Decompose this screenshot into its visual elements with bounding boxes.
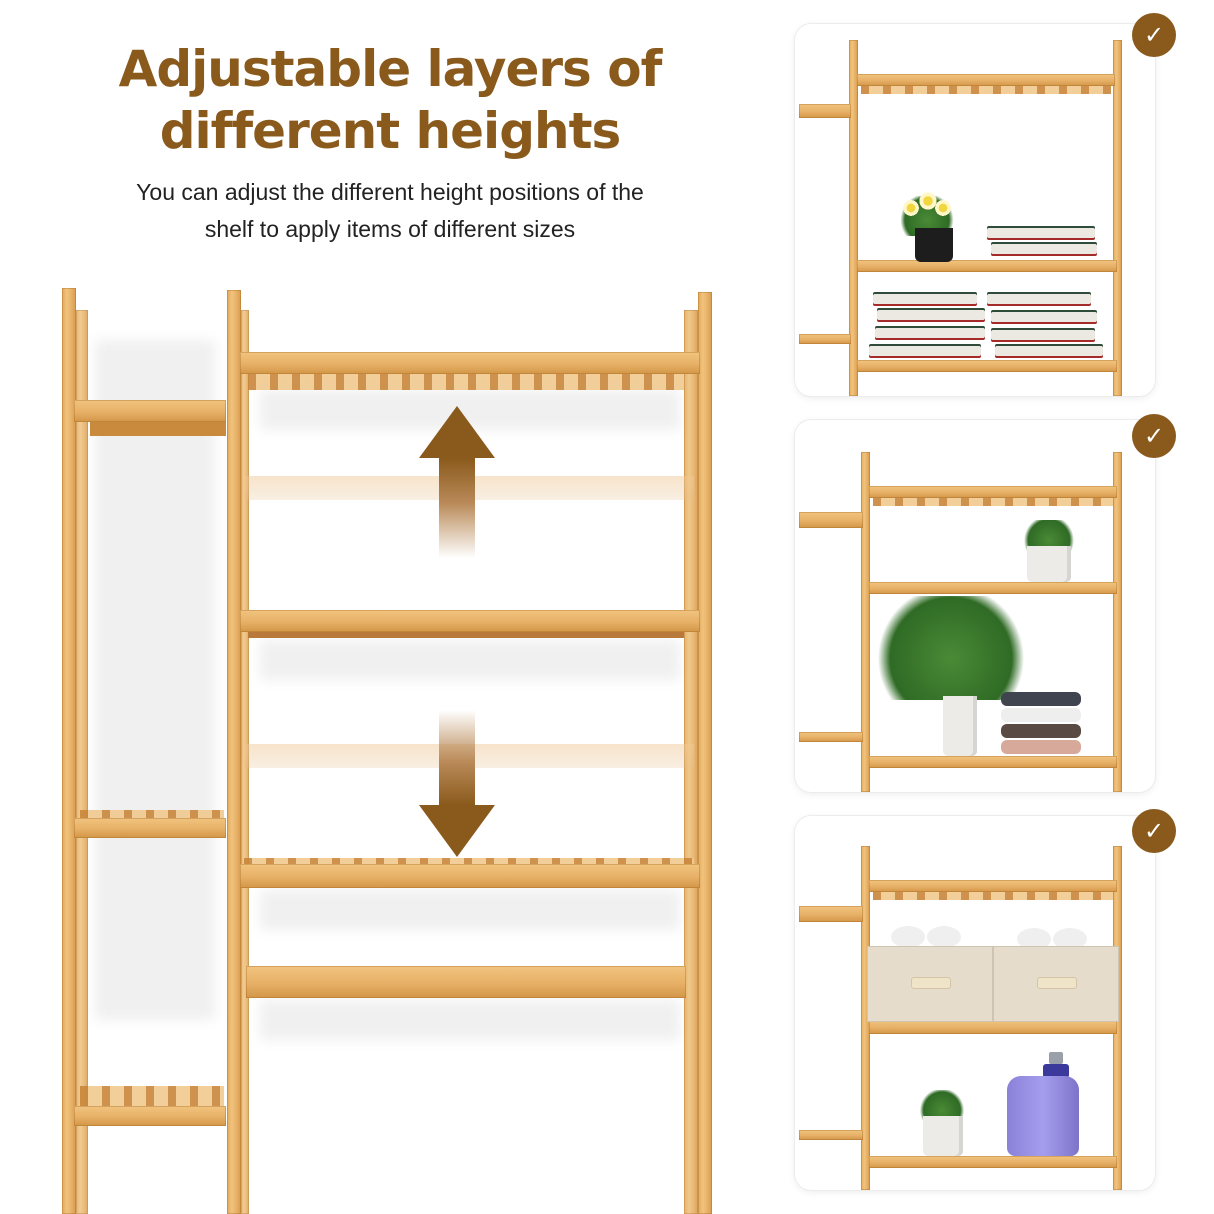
card-side-shelf [799, 1130, 863, 1140]
card-side-shelf [799, 512, 863, 528]
bottle-neck [1043, 1064, 1069, 1078]
main-shelf-top-slats [248, 374, 684, 390]
fabric-storage-box [867, 946, 993, 1022]
card-shelf-bottom [857, 360, 1117, 372]
check-icon: ✓ [1132, 809, 1176, 853]
towel-dark-grey [1001, 692, 1081, 706]
wall-shadow [95, 340, 215, 1020]
card-shelf-middle [869, 1020, 1117, 1034]
usage-card-plants-towels [795, 420, 1155, 792]
arrow-down-shaft [439, 710, 475, 805]
main-shelf-middle-underside [248, 632, 684, 638]
arrow-down-icon [419, 710, 495, 857]
right-post-front [698, 292, 712, 1214]
book [991, 242, 1097, 256]
card-side-shelf [799, 334, 851, 344]
card-shelf-bottom [869, 756, 1117, 768]
main-shelf-top [240, 352, 700, 374]
check-icon: ✓ [1132, 414, 1176, 458]
white-pot [923, 1116, 963, 1156]
main-crossbar [246, 966, 686, 998]
paper-roll [927, 926, 961, 948]
left-shelf-3 [74, 1106, 226, 1126]
arrow-up-shaft [439, 458, 475, 558]
book [987, 292, 1091, 306]
box-handle [1037, 976, 1077, 989]
book [987, 226, 1095, 240]
left-shelf-3-slats [80, 1086, 224, 1106]
card-post-right [1113, 40, 1122, 396]
white-pot [1027, 546, 1071, 582]
flower [933, 198, 953, 218]
paper-roll [1017, 928, 1051, 950]
arrow-up-head [419, 406, 495, 458]
card-shelf-top-slats [873, 498, 1113, 506]
center-post-front [227, 290, 241, 1214]
main-shelf-lower-slats [244, 858, 694, 864]
card-post-left [861, 452, 870, 792]
book [869, 344, 981, 358]
left-post-back [76, 310, 88, 1214]
book [875, 326, 985, 340]
tall-white-pot [943, 696, 977, 756]
main-shelf-lower [240, 864, 700, 888]
card-post-right [1113, 452, 1122, 792]
book [991, 328, 1095, 342]
box-handle [911, 976, 951, 989]
card-side-shelf [799, 906, 863, 922]
card-side-shelf [799, 732, 863, 742]
card-post-left [849, 40, 858, 396]
wall-shadow [260, 890, 680, 930]
subtitle: You can adjust the different height posi… [0, 174, 780, 248]
card-shelf-middle [869, 582, 1117, 594]
left-shelf-1 [74, 400, 226, 422]
headline-line-2: different heights [159, 102, 622, 160]
card-shelf-top-slats [861, 86, 1111, 94]
towel-pink [1001, 740, 1081, 754]
purple-detergent-bottle [1007, 1076, 1079, 1156]
card-shelf-top [869, 486, 1117, 498]
black-flower-pot [915, 228, 953, 262]
card-shelf-middle [857, 260, 1117, 272]
card-shelf-top-slats [873, 892, 1113, 900]
bottle-cap [1049, 1052, 1063, 1064]
towel-brown [1001, 724, 1081, 738]
fern-leaves [871, 596, 1031, 700]
subtitle-line-2: shelf to apply items of different sizes [204, 216, 576, 242]
left-shelf-2 [74, 818, 226, 838]
card-shelf-bottom [869, 1156, 1117, 1168]
card-shelf-top [869, 880, 1117, 892]
wall-shadow [260, 640, 680, 680]
headline: Adjustable layers of different heights [0, 38, 780, 162]
fabric-storage-box [993, 946, 1119, 1022]
flower [901, 198, 921, 218]
card-side-shelf [799, 104, 851, 118]
towel-white [1001, 708, 1081, 722]
book [995, 344, 1103, 358]
book [877, 308, 985, 322]
main-shelf-illustration [0, 280, 780, 1214]
left-shelf-2-slats [80, 810, 224, 818]
usage-card-books [795, 24, 1155, 396]
card-shelf-top [857, 74, 1115, 86]
wall-shadow [260, 1000, 680, 1040]
usage-card-storage-boxes [795, 816, 1155, 1190]
check-icon: ✓ [1132, 13, 1176, 57]
headline-line-1: Adjustable layers of [118, 40, 663, 98]
book [991, 310, 1097, 324]
subtitle-line-1: You can adjust the different height posi… [136, 179, 644, 205]
book [873, 292, 977, 306]
main-shelf-middle [240, 610, 700, 632]
card-post-left [861, 846, 870, 1190]
paper-roll [891, 926, 925, 948]
left-post-front [62, 288, 76, 1214]
arrow-up-icon [419, 406, 495, 558]
paper-roll [1053, 928, 1087, 950]
left-shelf-1-underside [90, 422, 226, 436]
arrow-down-head [419, 805, 495, 857]
